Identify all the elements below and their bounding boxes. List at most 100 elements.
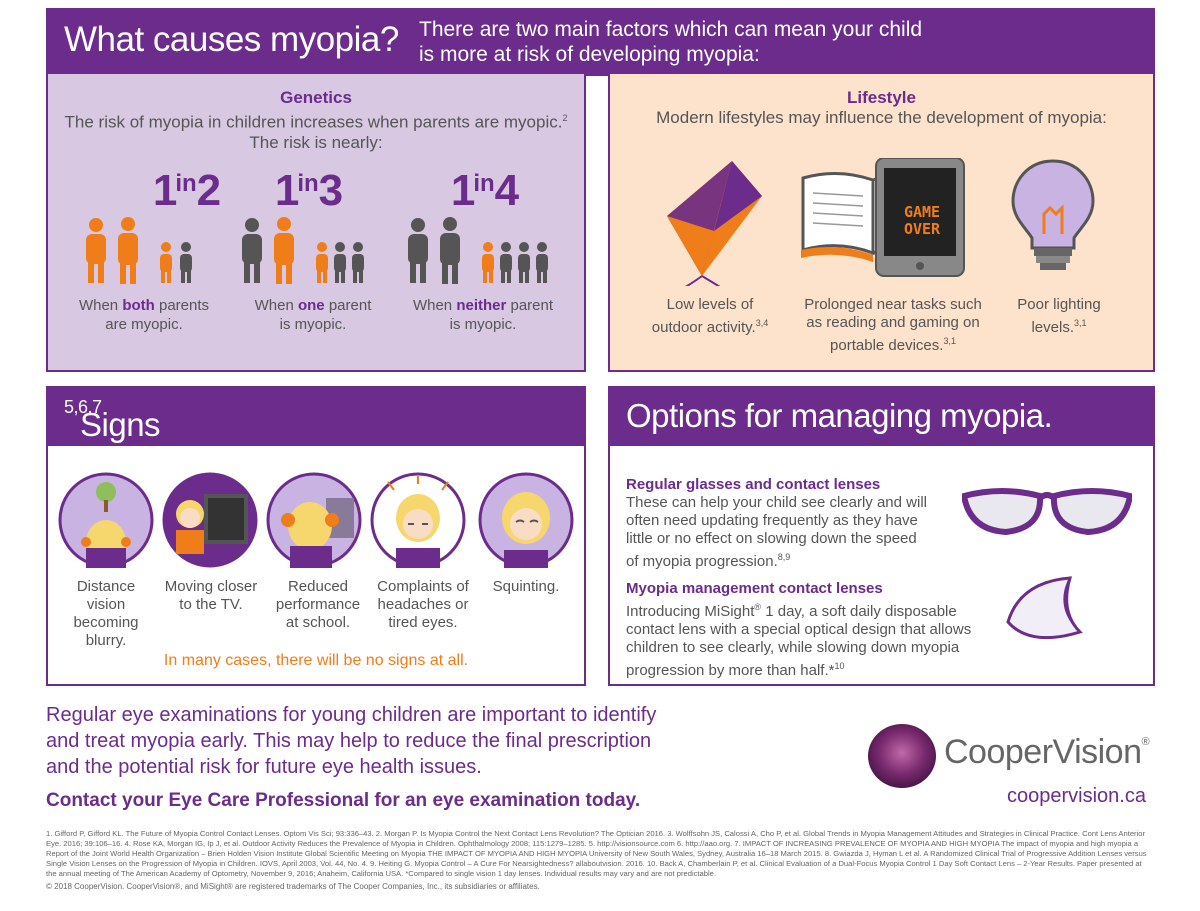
opt1-sup: 8,9 (777, 552, 791, 562)
brand-name: CooperVision® (944, 733, 1150, 772)
opt2-l1b: 1 day, a soft daily disposable (761, 603, 957, 620)
genetics-lead-line1: The risk of myopia in children increases… (64, 112, 563, 132)
bottom-line3: and the potential risk for future eye he… (46, 756, 482, 778)
signs-note: In many cases, there will be no signs at… (163, 652, 469, 669)
options-panel: Options for managing myopia. Regular gla… (608, 386, 1155, 686)
sign-caption-blurry: Distance vision becoming blurry. (58, 578, 154, 650)
cap-l2: performance (275, 596, 361, 613)
cap-l3: tired eyes. (388, 614, 458, 631)
ratio-in: in (297, 170, 319, 197)
cap-l1: Squinting. (492, 578, 560, 595)
options-title-bar: Options for managing myopia. (610, 388, 1153, 446)
bottom-line2: and treat myopia early. This may help to… (46, 730, 652, 752)
ratio-num: 1 (450, 166, 476, 215)
cap-l3: becoming (73, 614, 139, 631)
bottom-line1: Regular eye examinations for young child… (46, 704, 657, 726)
family-neither-parent-icon (408, 217, 548, 284)
brand-url[interactable]: coopervision.ca (1007, 785, 1146, 807)
opt1-l4: of myopia progression. (626, 553, 778, 570)
opt2-l1a: Introducing MiSight (626, 603, 755, 620)
ratio-den: 2 (196, 166, 222, 215)
lifestyle-caption-near-tasks: Prolonged near tasks such as reading and… (788, 296, 998, 355)
cap-l2: headaches or (377, 596, 469, 613)
options-title: Options for managing myopia. (626, 397, 1053, 434)
lifestyle-panel: Lifestyle Modern lifestyles may influenc… (608, 74, 1155, 372)
cap-l1: Reduced (287, 578, 349, 595)
option2-heading: Myopia management contact lenses (626, 580, 883, 597)
ratio-den: 3 (318, 166, 344, 215)
headache-icon (370, 472, 466, 568)
ratio-num: 1 (152, 166, 178, 215)
cap-line1: Prolonged near tasks such (804, 296, 982, 313)
signs-panel: Signs to look out for.5,6,7 Di (46, 386, 586, 686)
game-over-text: GAME OVER (886, 204, 958, 238)
opt2-l2: contact lens with a special optical desi… (626, 621, 972, 638)
cap-line1: Poor lighting (1017, 296, 1101, 313)
opt2-l4: progression by more than half.* (626, 662, 835, 679)
ratio-num: 1 (274, 166, 300, 215)
genetics-lead: The risk of myopia in children increases… (48, 108, 584, 153)
genetics-lead-sup: 2 (562, 113, 568, 123)
page-subtitle: There are two main factors which can mea… (419, 18, 923, 66)
ratio-in: in (473, 170, 495, 197)
ratio-1-in-2: 1in2 (106, 166, 266, 216)
cap-pre: When (412, 297, 457, 314)
coopervision-logo-icon (868, 724, 936, 788)
cap-post: parent (506, 297, 554, 314)
cap-pre: When (78, 297, 123, 314)
cap-post: parent (324, 297, 372, 314)
lifestyle-lead: Modern lifestyles may influence the deve… (656, 108, 1107, 127)
lifestyle-caption-lighting: Poor lighting levels.3,1 (994, 296, 1124, 337)
references: 1. Gifford P, Gifford KL. The Future of … (46, 829, 1147, 878)
cap-l1: Distance (76, 578, 136, 595)
cap-pre: When (254, 297, 298, 314)
cap-bold: neither (456, 297, 507, 314)
brand-reg: ® (1141, 736, 1150, 748)
top-banner: What causes myopia? There are two main f… (46, 8, 1155, 76)
opt1-l1: These can help your child see clearly an… (626, 494, 927, 511)
lifestyle-heading: Lifestyle (847, 88, 916, 107)
school-performance-icon (266, 472, 362, 568)
tablet-text-2: OVER (903, 220, 941, 238)
cap-post: parents (154, 297, 210, 314)
cap-l1: Moving closer (164, 578, 258, 595)
kite-icon (667, 161, 762, 286)
call-to-action: Contact your Eye Care Professional for a… (46, 790, 641, 811)
opt1-l3: little or no effect on slowing down the … (626, 530, 917, 547)
option1-text: These can help your child see clearly an… (626, 494, 981, 571)
cap-line2: are myopic. (105, 316, 183, 333)
blurry-distance-icon (58, 472, 154, 568)
cap-line1: Low levels of (666, 296, 754, 313)
cap-l2: to the TV. (179, 596, 243, 613)
page-title: What causes myopia? (64, 20, 399, 59)
glasses-icon (962, 488, 1132, 536)
genetics-caption-neither: When neither parent is myopic. (398, 296, 568, 334)
sign-caption-headache: Complaints of headaches or tired eyes. (366, 578, 480, 632)
ratio-1-in-3: 1in3 (228, 166, 388, 216)
sign-caption-tv: Moving closer to the TV. (154, 578, 268, 614)
genetics-panel: Genetics The risk of myopia in children … (46, 74, 586, 372)
book-and-tablet-icon (801, 158, 965, 277)
cap-l3: at school. (285, 614, 351, 631)
cap-line2: is myopic. (449, 316, 517, 333)
brand-text: CooperVision (944, 733, 1142, 771)
signs-title-sup: 5,6,7 (64, 397, 102, 417)
genetics-heading: Genetics (280, 88, 352, 107)
genetics-lead-line2: The risk is nearly: (249, 132, 383, 152)
cap-sup: 3,1 (1074, 318, 1087, 328)
ratio-den: 4 (494, 166, 520, 215)
lifestyle-caption-outdoor: Low levels of outdoor activity.3,4 (630, 296, 790, 337)
opt2-reg: ® (754, 602, 762, 612)
closer-to-tv-icon (162, 472, 258, 568)
option2-text: Introducing MiSight® 1 day, a soft daily… (626, 598, 986, 680)
signs-title: Signs to look out for.5,6,7 (64, 397, 161, 595)
sign-caption-school: Reduced performance at school. (266, 578, 370, 632)
ratio-1-in-4: 1in4 (404, 166, 564, 216)
signs-title-bar: Signs to look out for.5,6,7 (48, 388, 584, 595)
genetics-caption-both: When both parents are myopic. (59, 296, 229, 334)
cap-sup: 3,1 (943, 336, 956, 346)
family-both-parents-icon (86, 217, 192, 284)
cap-l1: Complaints of (377, 578, 469, 595)
cap-line2: as reading and gaming on (806, 314, 980, 331)
cap-bold: both (122, 297, 155, 314)
